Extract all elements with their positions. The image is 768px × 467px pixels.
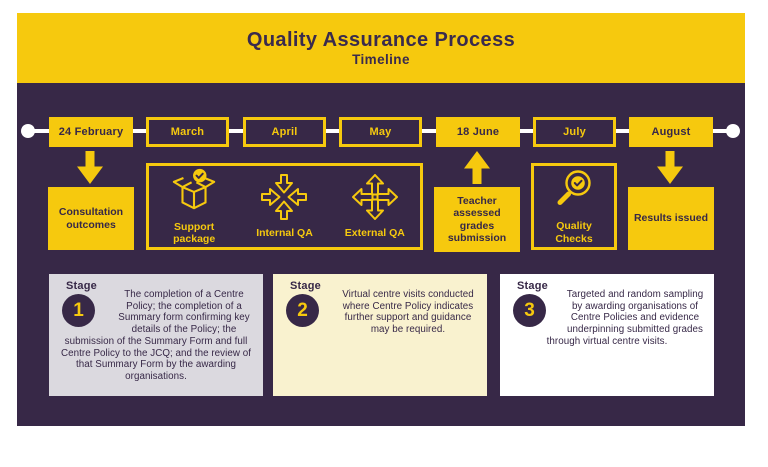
qa-activities-group-box: Support package Internal QA (146, 163, 423, 250)
stage-3-number-badge: 3 (513, 294, 546, 327)
stage-3-header: Stage 3 (508, 280, 564, 327)
stage-2-description: Virtual centre visits conducted where Ce… (282, 279, 478, 336)
up-arrow-icon (462, 151, 492, 184)
page-subtitle: Timeline (352, 52, 410, 67)
timeline-start-dot (21, 124, 35, 138)
stage-2-number-badge: 2 (286, 294, 319, 327)
milestone-may: May (339, 117, 422, 147)
milestone-april: April (243, 117, 326, 147)
external-qa-label: External QA (344, 227, 405, 239)
stage-label: Stage (517, 280, 548, 292)
teacher-grades-box: Teacher assessed grades submission (434, 187, 520, 252)
support-package-label: Support package (173, 220, 216, 246)
milestone-24-february: 24 February (49, 117, 133, 147)
header-banner: Quality Assurance Process Timeline (17, 13, 745, 83)
down-arrow-icon (655, 151, 685, 184)
stage-label: Stage (66, 280, 97, 292)
page-title: Quality Assurance Process (246, 29, 516, 51)
consultation-outcomes-box: Consultation outcomes (48, 187, 134, 250)
stage-3-card: Stage 3 Targeted and random sampling by … (500, 274, 714, 396)
stage-3-description: Targeted and random sampling by awarding… (509, 279, 705, 348)
stage-1-description: The completion of a Centre Policy; the c… (58, 279, 254, 383)
open-box-check-icon (170, 167, 218, 217)
internal-qa-item: Internal QA (239, 166, 329, 247)
support-package-item: Support package (149, 166, 239, 247)
milestone-july: July (533, 117, 616, 147)
magnifier-check-icon (551, 168, 597, 218)
results-issued-box: Results issued (628, 187, 714, 250)
stage-1-number-badge: 1 (62, 294, 95, 327)
down-arrow-icon (75, 151, 105, 184)
internal-qa-label: Internal QA (256, 227, 313, 239)
quality-checks-box: Quality Checks (531, 163, 617, 250)
stage-2-header: Stage 2 (281, 280, 337, 327)
arrows-inward-icon (261, 173, 308, 224)
timeline-end-dot (726, 124, 740, 138)
milestone-march: March (146, 117, 229, 147)
external-qa-item: External QA (330, 166, 420, 247)
stage-2-card: Stage 2 Virtual centre visits conducted … (273, 274, 487, 396)
quality-checks-label: Quality Checks (555, 220, 593, 245)
stage-label: Stage (290, 280, 321, 292)
milestone-august: August (629, 117, 713, 147)
stage-1-card: Stage 1 The completion of a Centre Polic… (49, 274, 263, 396)
arrows-outward-icon (351, 173, 399, 224)
stage-1-header: Stage 1 (57, 280, 113, 327)
milestone-18-june: 18 June (436, 117, 520, 147)
